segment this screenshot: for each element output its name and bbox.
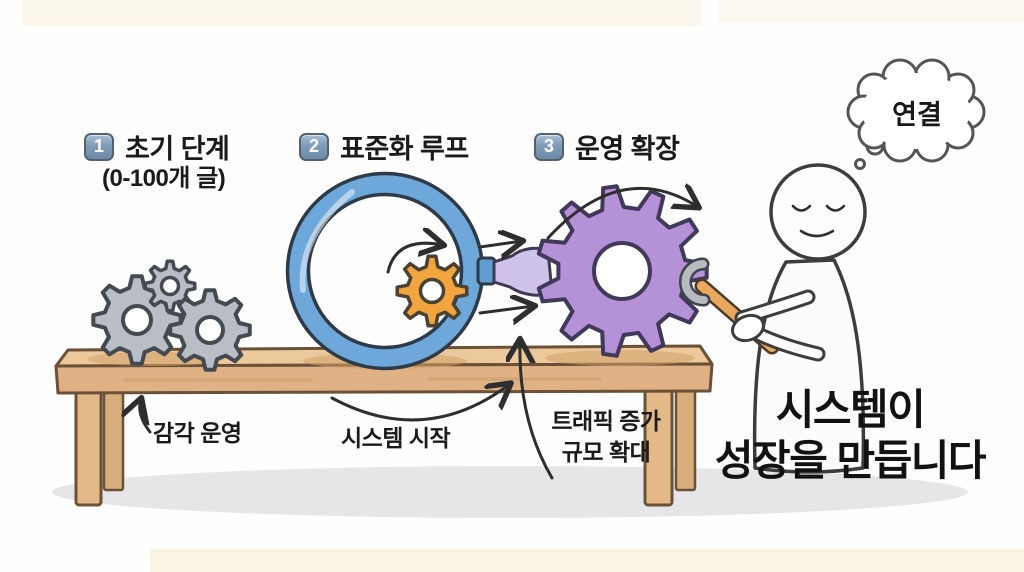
person-figure [679,163,867,474]
step-3: 3 운영 확장 [534,127,680,166]
rotation-arrow-icon [386,243,443,274]
head [769,163,867,261]
step-2-badge: 2 [299,132,329,161]
step-1-badge: 1 [84,132,114,161]
tagline-line1: 시스템이 [775,386,926,433]
flow-arrows [140,188,698,480]
sense-ops-arrow-icon [140,399,152,434]
system-start-arrow-icon [330,384,510,422]
step-3-badge: 3 [534,132,564,161]
flow-arrow-top-icon [478,241,522,247]
step-3-label: 운영 확장 [575,134,680,164]
background-bands [22,0,1024,572]
thought-bubble-text: 연결 [892,100,942,130]
step-1-sublabel: (0-100개 글) [102,165,226,192]
floor-shadow [52,466,968,518]
annotation-traffic-line1: 트래픽 증가 [551,408,661,434]
flow-arrow-bottom-icon [478,306,534,313]
smile-icon [799,229,835,238]
annotation-sense-ops: 감각 운영 [153,420,242,446]
step-2-label: 표준화 루프 [340,134,469,164]
traffic-growth-arrow-icon [520,340,554,480]
annotation-traffic-line2: 규모 확대 [561,439,651,466]
step-1: 1 초기 단계 [84,127,230,166]
step-2: 2 표준화 루프 [299,127,469,166]
hand [730,313,766,343]
annotation-system-start: 시스템 시작 [341,425,451,451]
annotation-traffic-growth: 트래픽 증가 규모 확대 [536,406,676,468]
tagline: 시스템이 성장을 만듭니다 [694,384,1006,486]
expansion-arc-arrow-icon [546,188,698,240]
loop-ring-icon [285,171,497,371]
tagline-line2: 성장을 만듭니다 [714,437,987,485]
closed-eyes-icon [791,204,846,212]
gray-gears-icon [91,259,252,372]
step-1-label: 초기 단계 [125,134,230,164]
purple-gear-icon [536,184,709,358]
orange-gear-icon [395,254,469,328]
thought-bubble-icon [846,58,986,170]
